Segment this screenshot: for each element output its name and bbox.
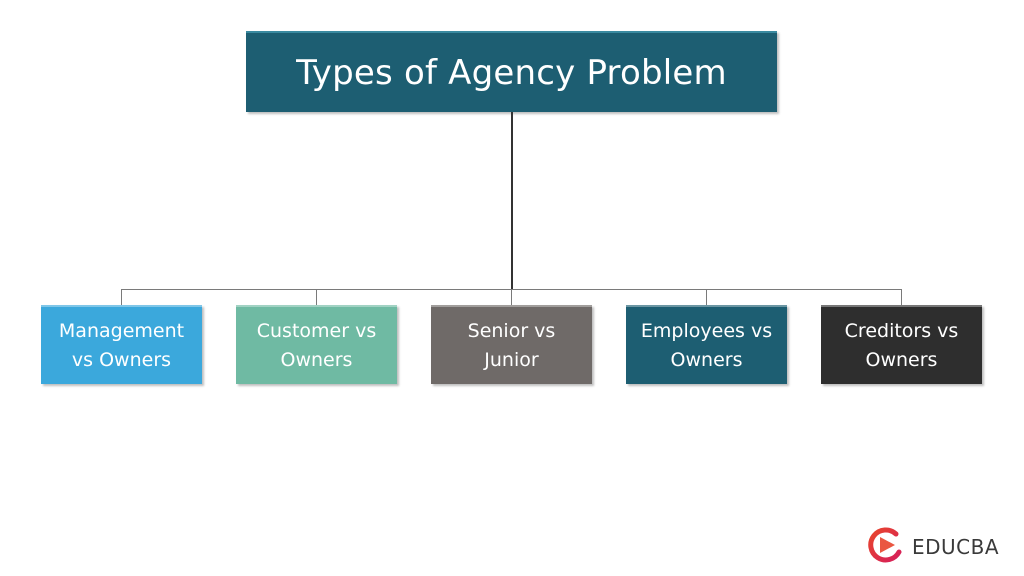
connector-drop-1 [121, 289, 122, 305]
node-label-line1: Management [58, 319, 185, 342]
diagram-root-node: Types of Agency Problem [246, 31, 777, 112]
node-senior-vs-junior: Senior vs Junior [431, 305, 592, 384]
connector-drop-4 [706, 289, 707, 305]
connector-trunk [511, 112, 513, 290]
node-label-line2: vs Owners [71, 348, 172, 371]
node-label-line2: Junior [484, 348, 539, 371]
node-label-line2: Owners [280, 348, 353, 371]
node-employees-vs-owners: Employees vs Owners [626, 305, 787, 384]
node-customer-vs-owners: Customer vs Owners [236, 305, 397, 384]
node-management-vs-owners: Management vs Owners [41, 305, 202, 384]
node-label-line2: Owners [670, 348, 743, 371]
node-label-line2: Owners [865, 348, 938, 371]
connector-drop-5 [901, 289, 902, 305]
node-label-line1: Creditors vs [844, 319, 959, 342]
educba-logo: EDUCBA [866, 526, 1000, 568]
connector-drop-3 [511, 289, 512, 305]
node-creditors-vs-owners: Creditors vs Owners [821, 305, 982, 384]
diagram-title: Types of Agency Problem [296, 52, 727, 93]
node-label-line1: Senior vs [467, 319, 556, 342]
node-label-line1: Employees vs [640, 319, 773, 342]
brand-name: EDUCBA [912, 535, 1000, 559]
node-label-line1: Customer vs [256, 319, 377, 342]
connector-drop-2 [316, 289, 317, 305]
educba-play-icon [866, 526, 904, 568]
